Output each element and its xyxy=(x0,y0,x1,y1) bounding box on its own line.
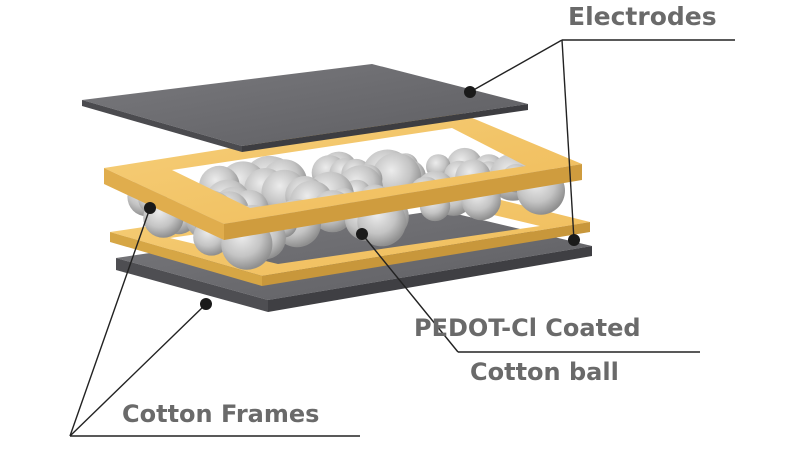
label-electrodes: Electrodes xyxy=(568,2,717,31)
leader-dots xyxy=(144,86,580,310)
label-pedot-coated: PEDOT-Cl Coated xyxy=(414,314,641,342)
label-cotton-frames: Cotton Frames xyxy=(122,400,320,428)
label-cotton-ball: Cotton ball xyxy=(470,358,619,386)
top-cotton-frame xyxy=(104,112,582,240)
leader-lines xyxy=(69,39,735,437)
top-electrode xyxy=(82,64,528,152)
